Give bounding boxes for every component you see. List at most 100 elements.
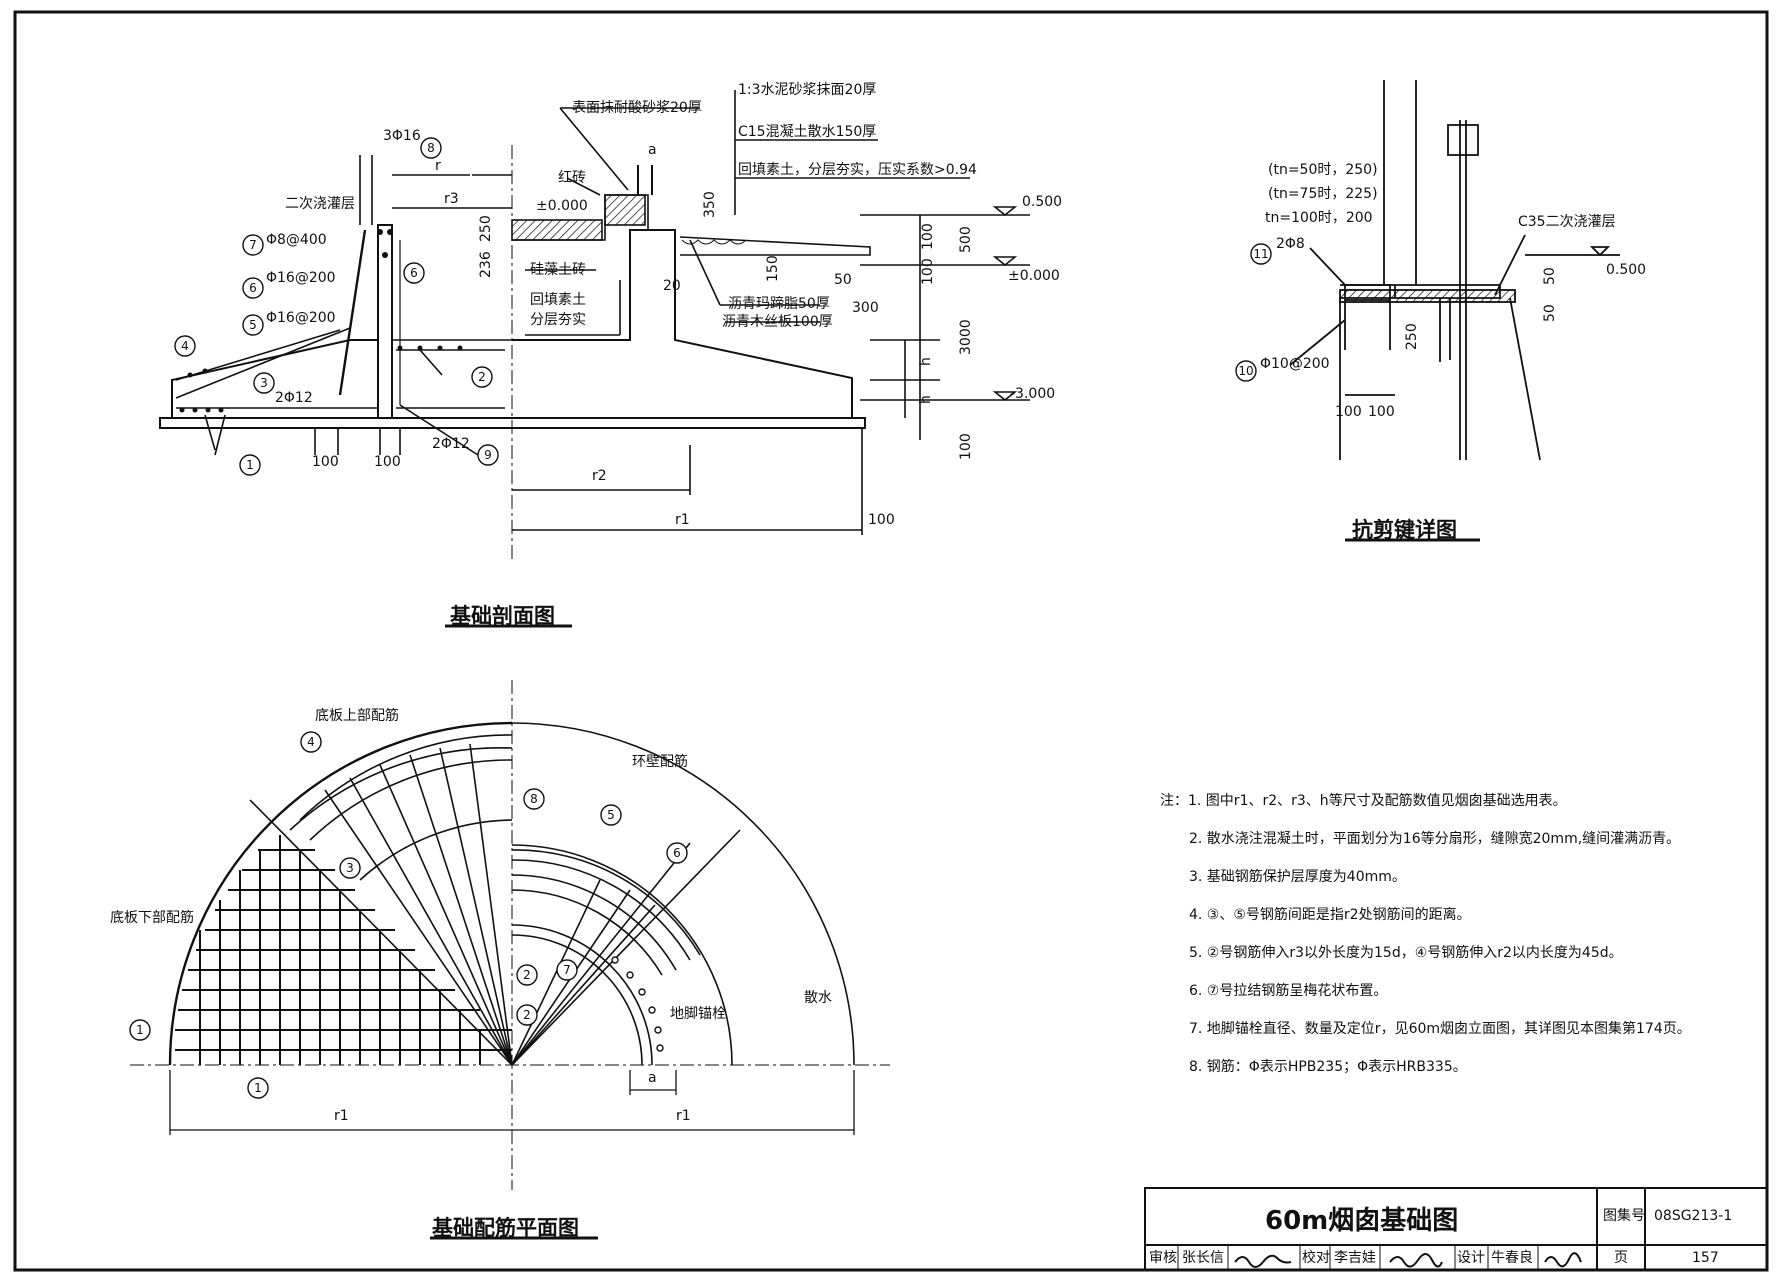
plan-callout-7: 7 [563, 963, 571, 977]
ring-wall-label: 环壁配筋 [632, 754, 688, 770]
rebar10-label: Φ10@200 [1260, 356, 1330, 372]
rebar7-label: Φ8@400 [266, 232, 327, 248]
atlas-label: 图集号 [1603, 1208, 1645, 1224]
plan-dim-r1a: r1 [334, 1108, 349, 1124]
elev-0500: 0.500 [1022, 194, 1063, 210]
tn50-label: (tn=50时，250) [1268, 162, 1378, 178]
sheet-border [13, 10, 1769, 1272]
rebar6-label: Φ16@200 [266, 270, 336, 286]
signature-reviewer [1234, 1254, 1292, 1268]
callout-11: 11 [1253, 247, 1269, 261]
atlas-number: 08SG213-1 [1654, 1208, 1733, 1224]
anchor-bolt-holes [611, 956, 664, 1052]
rebar-2phi12-b: 2Φ12 [432, 436, 470, 452]
foundation-section [159, 90, 1030, 560]
plan-callout-6: 6 [673, 846, 681, 860]
plan-dim-a: a [648, 1070, 657, 1086]
callout-circles [129, 137, 1272, 1099]
plan-title: 基础配筋平面图 [432, 1216, 579, 1240]
shear-title: 抗剪键详图 [1352, 518, 1457, 542]
callout-2: 2 [478, 370, 486, 384]
elev-m3000: -3.000 [1010, 386, 1056, 402]
red-brick-label: 红砖 [558, 170, 586, 186]
note-4: 4. ③、⑤号钢筋间距是指r2处钢筋间的距离。 [1189, 907, 1471, 923]
acid-mortar-label: 表面抹耐酸砂浆20厚 [572, 100, 702, 116]
callout-7: 7 [249, 238, 257, 252]
backfill-label: 回填素土 [530, 292, 586, 308]
asphalt-mastic-label: 沥青玛蹄脂50厚 [728, 296, 830, 312]
diatomite-label: 硅藻土砖 [530, 262, 586, 278]
callout-4: 4 [181, 339, 189, 353]
top-rebar-label: 底板上部配筋 [315, 708, 399, 724]
plan-callout-4: 4 [307, 735, 315, 749]
note-2: 2. 散水浇注混凝土时，平面划分为16等分扇形，缝隙宽20mm,缝间灌满沥青。 [1189, 831, 1681, 847]
section-title: 基础剖面图 [450, 604, 555, 628]
dim-r2: r2 [592, 468, 607, 484]
note-5: 5. ②号钢筋伸入r3以外长度为15d，④号钢筋伸入r2以内长度为45d。 [1189, 945, 1623, 961]
drawing-title: 60m烟囱基础图 [1265, 1206, 1459, 1236]
secondary-grout-label: 二次浇灌层 [285, 196, 355, 212]
elev-pm0-label: ±0.000 [536, 198, 588, 214]
plan-dim-r1b: r1 [676, 1108, 691, 1124]
dim-a: a [648, 142, 657, 158]
note-8: 8. 钢筋：Φ表示HPB235；Φ表示HRB335。 [1189, 1059, 1467, 1075]
callout-6: 6 [249, 281, 257, 295]
reviewer-name: 张长信 [1182, 1250, 1224, 1266]
reinforcement-plan [130, 680, 890, 1190]
dim-r3: r3 [444, 191, 459, 207]
backfill-compaction-label: 回填素土，分层夯实，压实系数>0.94 [738, 162, 977, 178]
tn75-label: (tn=75时，225) [1268, 186, 1378, 202]
note-1: 注：1. 图中r1、r2、r3、h等尺寸及配筋数值见烟囱基础选用表。 [1160, 793, 1567, 809]
signature-designer [1544, 1252, 1582, 1268]
cement-mortar-label: 1:3水泥砂浆抹面20厚 [738, 82, 877, 98]
bottom-mesh [175, 835, 512, 1065]
dim-300: 300 [852, 300, 879, 316]
rebar8-label: 3Φ16 [383, 128, 421, 144]
callout-10: 10 [1238, 364, 1254, 378]
page-number: 157 [1692, 1250, 1719, 1266]
plan-callout-3: 3 [346, 861, 354, 875]
dim-r: r [435, 158, 441, 174]
design-label: 设计 [1457, 1250, 1485, 1266]
title-block [1144, 1187, 1768, 1271]
dim-100b: 100 [374, 454, 401, 470]
shear-dim-100b: 100 [1368, 404, 1395, 420]
rebar-2phi12-a: 2Φ12 [275, 390, 313, 406]
note-3: 3. 基础钢筋保护层厚度为40mm。 [1189, 869, 1406, 885]
signature-checker [1389, 1253, 1443, 1268]
asphalt-board-label: 沥青木丝板100厚 [722, 314, 833, 330]
shear-key-detail [1289, 80, 1620, 461]
note-7: 7. 地脚锚栓直径、数量及定位r，见60m烟囱立面图，其详图见本图集第174页。 [1189, 1021, 1691, 1037]
callout-1: 1 [246, 458, 254, 472]
dim-100d: 100 [868, 512, 895, 528]
plan-dimensions [169, 1070, 855, 1135]
layered-label: 分层夯实 [530, 312, 586, 328]
dim-r1: r1 [675, 512, 690, 528]
designer-name: 牛春良 [1491, 1250, 1533, 1266]
callout-9: 9 [484, 448, 492, 462]
c15-apron-label: C15混凝土散水150厚 [738, 124, 877, 140]
rebar11-label: 2Φ8 [1276, 236, 1305, 252]
plan-callout-1a: 1 [136, 1023, 144, 1037]
c35-label: C35二次浇灌层 [1518, 214, 1616, 230]
callout-6b: 6 [410, 266, 418, 280]
rebar5-label: Φ16@200 [266, 310, 336, 326]
checker-name: 李吉娃 [1334, 1250, 1376, 1266]
plan-callout-8: 8 [530, 792, 538, 806]
callout-3: 3 [260, 376, 268, 390]
plan-callout-2a: 2 [523, 968, 531, 982]
elev-000: ±0.000 [1008, 268, 1060, 284]
plan-callout-1b: 1 [254, 1081, 262, 1095]
review-label: 审核 [1149, 1250, 1177, 1266]
anchor-bolt-label: 地脚锚栓 [670, 1006, 726, 1022]
dim-100a: 100 [312, 454, 339, 470]
callout-8: 8 [427, 141, 435, 155]
shear-elev-0500: 0.500 [1606, 262, 1647, 278]
apron-label: 散水 [804, 990, 832, 1006]
tn100-label: tn=100时，200 [1265, 210, 1373, 226]
plan-callout-5: 5 [607, 808, 615, 822]
shear-dim-100a: 100 [1335, 404, 1362, 420]
